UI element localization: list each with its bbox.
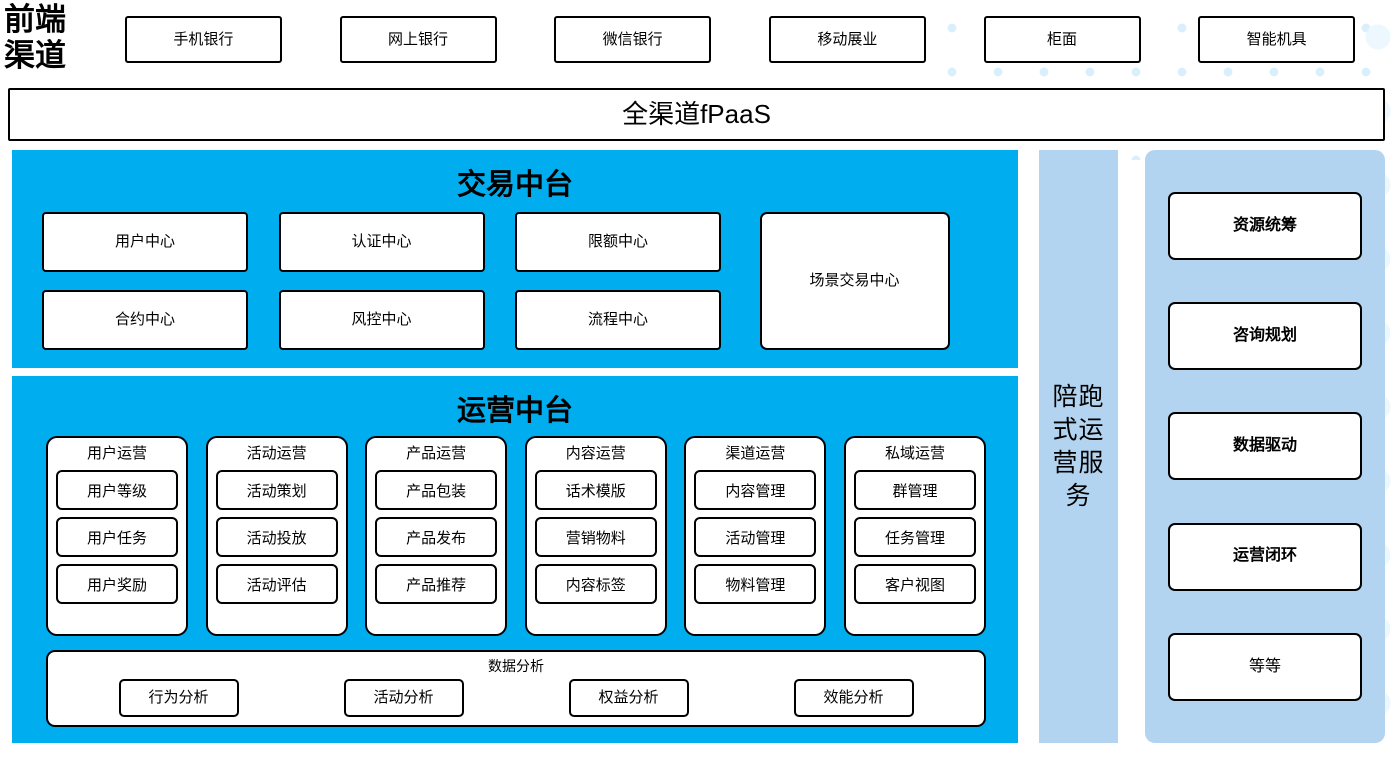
data-analysis-title: 数据分析	[488, 658, 544, 674]
operations-platform-title: 运营中台	[456, 395, 573, 427]
ops-item[interactable]: 营销物料	[534, 517, 657, 557]
channel-mobile-business[interactable]: 移动展业	[768, 16, 926, 63]
channel-online-bank[interactable]: 网上银行	[339, 16, 497, 63]
channel-mobile-bank[interactable]: 手机银行	[124, 16, 282, 63]
ops-item[interactable]: 活动评估	[215, 564, 338, 604]
ops-group-channel[interactable]: 渠道运营 内容管理 活动管理 物料管理	[684, 436, 827, 636]
value-card-operation-loop[interactable]: 运营闭环	[1168, 522, 1362, 591]
accompanying-operation-service-column: 陪跑式运营服务	[1039, 150, 1118, 743]
ops-item[interactable]: 用户任务	[56, 517, 178, 557]
ops-item[interactable]: 活动策划	[215, 470, 338, 510]
trade-platform-grid: 用户中心 合约中心 认证中心 风控中心 限额中心 流程中心 场景交易中心	[42, 212, 988, 350]
trade-platform-panel: 交易中台 用户中心 合约中心 认证中心 风控中心 限额中心 流程中心 场景交易中…	[12, 150, 1018, 368]
value-card-consulting-planning[interactable]: 咨询规划	[1168, 302, 1362, 371]
front-channel-label-line-2: 渠道	[4, 38, 66, 73]
trade-auth-center[interactable]: 认证中心	[278, 212, 485, 272]
trade-column: 限额中心 流程中心	[515, 212, 752, 350]
channel-counter[interactable]: 柜面	[983, 16, 1141, 63]
ops-item[interactable]: 产品推荐	[375, 564, 498, 604]
value-card-etc[interactable]: 等等	[1168, 632, 1362, 701]
ops-group-content[interactable]: 内容运营 话术模版 营销物料 内容标签	[524, 436, 667, 636]
ops-item[interactable]: 活动管理	[694, 517, 817, 557]
ops-group-campaign[interactable]: 活动运营 活动策划 活动投放 活动评估	[205, 436, 348, 636]
ops-item[interactable]: 产品发布	[375, 517, 498, 557]
ops-group-title: 用户运营	[86, 445, 147, 462]
trade-limit-center[interactable]: 限额中心	[515, 212, 721, 272]
ops-item[interactable]: 任务管理	[853, 517, 976, 557]
ops-item[interactable]: 内容管理	[694, 470, 817, 510]
trade-user-center[interactable]: 用户中心	[42, 212, 248, 272]
trade-column: 认证中心 风控中心	[278, 212, 516, 350]
channel-wechat-bank[interactable]: 微信银行	[554, 16, 712, 63]
trade-scenario-center[interactable]: 场景交易中心	[759, 212, 950, 350]
channel-smart-machine[interactable]: 智能机具	[1198, 16, 1356, 63]
ops-item[interactable]: 客户视图	[853, 564, 976, 604]
ops-item[interactable]: 活动投放	[215, 517, 338, 557]
channel-cell: 网上银行	[311, 16, 526, 63]
front-channel-label: 前端 渠道	[4, 2, 88, 76]
trade-contract-center[interactable]: 合约中心	[42, 290, 248, 350]
channel-cell: 手机银行	[96, 16, 311, 63]
ops-item[interactable]: 话术模版	[534, 470, 657, 510]
trade-platform-title: 交易中台	[456, 169, 573, 201]
trade-column: 场景交易中心	[752, 212, 989, 350]
ops-group-user[interactable]: 用户运营 用户等级 用户任务 用户奖励	[46, 436, 188, 636]
ops-item[interactable]: 用户等级	[56, 470, 178, 510]
front-channel-label-line-1: 前端	[4, 2, 66, 37]
ops-group-private-domain[interactable]: 私域运营 群管理 任务管理 客户视图	[843, 436, 986, 636]
analysis-benefit[interactable]: 权益分析	[568, 679, 689, 717]
value-card-resource-coordination[interactable]: 资源统筹	[1168, 192, 1362, 261]
ops-group-title: 活动运营	[246, 445, 307, 462]
channel-cell: 微信银行	[525, 16, 740, 63]
operations-platform-panel: 运营中台 用户运营 用户等级 用户任务 用户奖励 活动运营 活动策划 活动投放 …	[12, 376, 1018, 743]
ops-group-title: 私域运营	[884, 445, 945, 462]
omnichannel-fpaas-bar[interactable]: 全渠道fPaaS	[8, 88, 1385, 141]
ops-group-title: 产品运营	[406, 445, 467, 462]
channel-cell: 柜面	[955, 16, 1170, 63]
ops-group-title: 内容运营	[565, 445, 626, 462]
service-column-label: 陪跑式运营服务	[1052, 382, 1105, 510]
analysis-efficiency[interactable]: 效能分析	[793, 679, 914, 717]
trade-process-center[interactable]: 流程中心	[515, 290, 721, 350]
operations-groups: 用户运营 用户等级 用户任务 用户奖励 活动运营 活动策划 活动投放 活动评估 …	[46, 436, 986, 636]
value-service-panel: 资源统筹 咨询规划 数据驱动 运营闭环 等等	[1145, 150, 1385, 743]
front-channel-row: 手机银行 网上银行 微信银行 移动展业 柜面 智能机具	[96, 16, 1384, 63]
value-card-data-driven[interactable]: 数据驱动	[1168, 412, 1362, 481]
channel-cell: 移动展业	[740, 16, 955, 63]
trade-risk-center[interactable]: 风控中心	[278, 290, 485, 350]
channel-cell: 智能机具	[1169, 16, 1384, 63]
ops-item[interactable]: 群管理	[853, 470, 976, 510]
analysis-campaign[interactable]: 活动分析	[343, 679, 464, 717]
ops-group-product[interactable]: 产品运营 产品包装 产品发布 产品推荐	[365, 436, 508, 636]
ops-item[interactable]: 用户奖励	[56, 564, 178, 604]
data-analysis-card: 数据分析 行为分析 活动分析 权益分析 效能分析	[46, 650, 986, 727]
analysis-behavior[interactable]: 行为分析	[118, 679, 239, 717]
ops-item[interactable]: 物料管理	[694, 564, 817, 604]
trade-column: 用户中心 合约中心	[42, 212, 279, 350]
ops-item[interactable]: 产品包装	[375, 470, 498, 510]
data-analysis-row: 行为分析 活动分析 权益分析 效能分析	[48, 679, 984, 717]
ops-item[interactable]: 内容标签	[534, 564, 657, 604]
ops-group-title: 渠道运营	[725, 445, 786, 462]
